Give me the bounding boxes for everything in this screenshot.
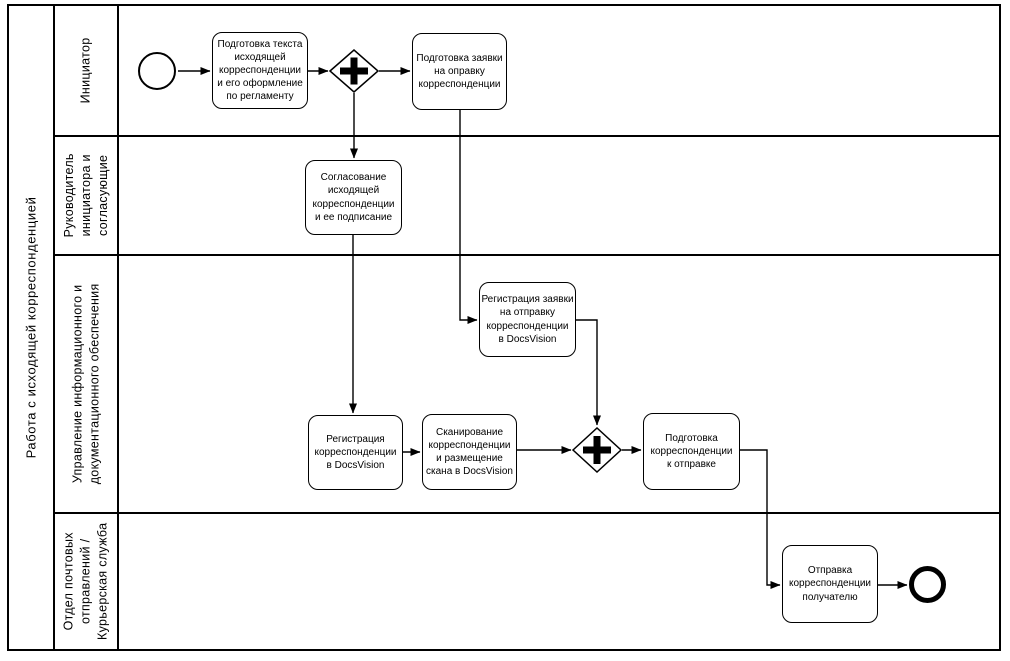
lane-separator bbox=[55, 254, 1001, 256]
task-scan-correspondence: Сканирование корреспонденции и размещени… bbox=[422, 414, 517, 490]
lane-mail-courier-service: Отдел почтовых отправлений / Курьерская … bbox=[55, 514, 117, 649]
task-approve-and-sign: Согласование исходящей корреспонденции и… bbox=[305, 160, 402, 235]
lane-initiator: Инициатор bbox=[55, 6, 117, 135]
lane-label-divider bbox=[117, 4, 119, 651]
lane-separator bbox=[55, 512, 1001, 514]
task-prepare-for-dispatch: Подготовка корреспонденции к отправке bbox=[643, 413, 740, 490]
pool-border bbox=[7, 4, 1001, 651]
task-register-correspondence: Регистрация корреспонденции в DocsVision bbox=[308, 415, 403, 490]
task-prepare-dispatch-request: Подготовка заявки на оправку корреспонде… bbox=[412, 33, 507, 110]
lane-information-documentation-dept: Управление информационного и документаци… bbox=[55, 256, 117, 512]
end-event bbox=[909, 566, 946, 603]
lane-label: Инициатор bbox=[78, 37, 93, 104]
lane-label: Управление информационного и документаци… bbox=[70, 283, 101, 485]
lane-label: Руководитель инициатора и согласующие bbox=[61, 153, 110, 238]
lane-manager-approvers: Руководитель инициатора и согласующие bbox=[55, 137, 117, 254]
pool-label-divider bbox=[53, 4, 55, 651]
task-send-to-recipient: Отправка корреспонденции получателю bbox=[782, 545, 878, 623]
task-prepare-outgoing-text: Подготовка текста исходящей корреспонден… bbox=[212, 32, 308, 109]
task-register-dispatch-request: Регистрация заявки на отправку корреспон… bbox=[479, 282, 576, 357]
start-event bbox=[138, 52, 176, 90]
lane-label: Отдел почтовых отправлений / Курьерская … bbox=[61, 522, 110, 641]
pool-title-cell: Работа с исходящей корреспонденцией bbox=[9, 6, 53, 649]
lane-separator bbox=[55, 135, 1001, 137]
pool-title: Работа с исходящей корреспонденцией bbox=[23, 196, 39, 459]
